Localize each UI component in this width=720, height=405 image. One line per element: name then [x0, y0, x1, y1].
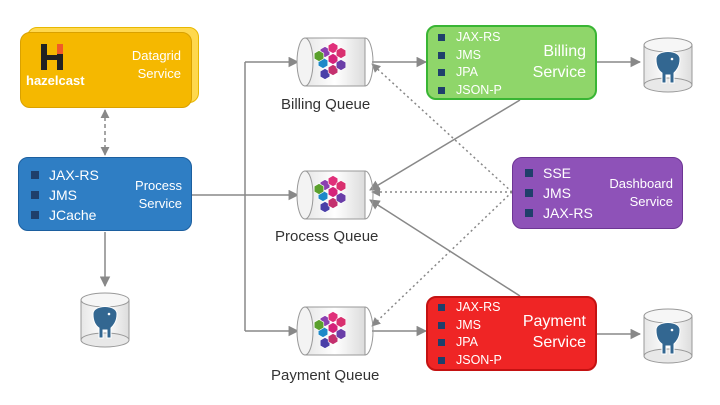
billing-service-title: Billing Service	[532, 43, 586, 81]
datagrid-service: hazelcast Datagrid Service	[20, 32, 192, 108]
bullet-icon	[525, 189, 533, 197]
billing-item: JPA	[436, 64, 502, 82]
process-service-title: Process Service	[135, 178, 182, 211]
dashboard-item: SSE	[523, 163, 593, 183]
dashboard-service-title: Dashboard Service	[609, 176, 673, 209]
dashboard-payment-queue-link	[371, 191, 513, 327]
process-item: JCache	[29, 205, 99, 225]
billing-queue-label: Billing Queue	[281, 96, 371, 113]
dashboard-service: SSE JMS JAX-RS Dashboard Service	[512, 157, 683, 229]
bullet-icon	[438, 69, 445, 76]
payment-item: JPA	[436, 334, 502, 352]
billing-database-icon	[643, 37, 693, 93]
bullet-icon	[31, 191, 39, 199]
billing-item: JAX-RS	[436, 29, 502, 47]
payment-item: JSON-P	[436, 352, 502, 370]
process-queue-label: Process Queue	[275, 228, 379, 245]
process-service-items: JAX-RS JMS JCache	[29, 165, 99, 225]
payment-queue-icon	[296, 306, 374, 356]
billing-queue-icon	[296, 37, 374, 87]
billing-service: JAX-RS JMS JPA JSON-P Billing Service	[426, 25, 597, 100]
dashboard-item: JMS	[523, 183, 593, 203]
payment-queue-label: Payment Queue	[271, 367, 380, 384]
bullet-icon	[438, 356, 445, 364]
dashboard-item: JAX-RS	[523, 203, 593, 223]
process-queue-icon	[296, 170, 374, 220]
bullet-icon	[525, 209, 533, 217]
payment-service: JAX-RS JMS JPA JSON-P Payment Service	[426, 296, 597, 371]
payment-item: JMS	[436, 317, 502, 335]
payment-service-process-queue-link	[369, 199, 521, 297]
dashboard-service-items: SSE JMS JAX-RS	[523, 163, 593, 223]
bullet-icon	[438, 86, 445, 94]
billing-item: JMS	[436, 47, 502, 65]
payment-service-items: JAX-RS JMS JPA JSON-P	[436, 299, 502, 369]
bullet-icon	[438, 321, 445, 329]
datagrid-service-title: Datagrid Service	[131, 48, 181, 81]
payment-database-icon	[643, 308, 693, 364]
bullet-icon	[438, 304, 445, 311]
payment-service-title: Payment Service	[522, 313, 586, 351]
bullet-icon	[31, 211, 39, 219]
dashboard-billing-queue-link	[371, 63, 513, 193]
payment-item: JAX-RS	[436, 299, 502, 317]
bullet-icon	[438, 51, 445, 59]
bullet-icon	[438, 339, 445, 346]
billing-service-process-queue-link	[369, 99, 521, 191]
billing-item: JSON-P	[436, 82, 502, 100]
bullet-icon	[525, 169, 533, 177]
hazelcast-logo-icon	[41, 44, 63, 70]
hazelcast-logo-text: hazelcast	[26, 73, 85, 88]
process-service: JAX-RS JMS JCache Process Service	[18, 157, 192, 231]
bullet-icon	[438, 34, 445, 41]
process-database-icon	[80, 292, 130, 348]
process-item: JMS	[29, 185, 99, 205]
bullet-icon	[31, 171, 39, 179]
billing-service-items: JAX-RS JMS JPA JSON-P	[436, 29, 502, 99]
process-item: JAX-RS	[29, 165, 99, 185]
